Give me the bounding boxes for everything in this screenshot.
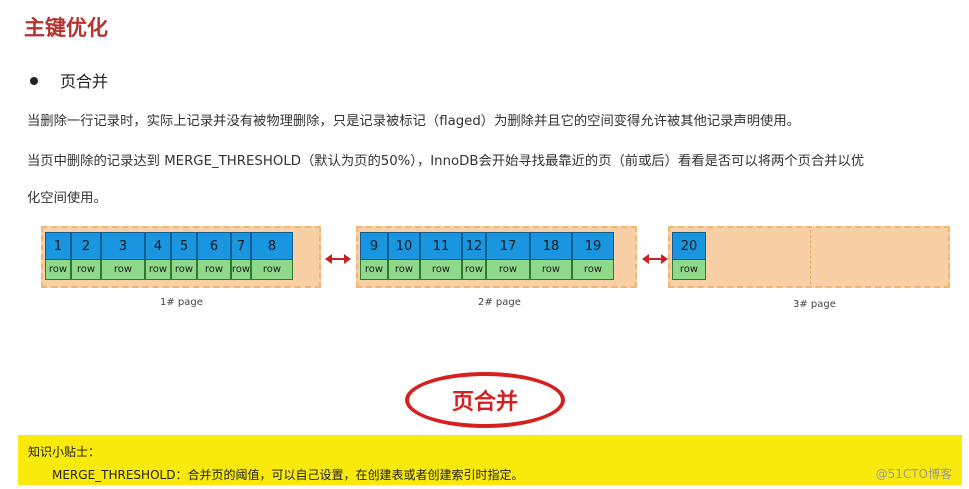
page-1-label: 1# page <box>160 297 203 308</box>
page-3-divider <box>810 230 811 284</box>
record-key: 8 <box>251 232 293 260</box>
record-key: 19 <box>572 232 614 260</box>
link-arrow-icon <box>642 254 668 264</box>
section-heading: 页合并 <box>60 72 109 91</box>
tip-box: 知识小贴士： MERGE_THRESHOLD：合并页的阈值，可以自己设置，在创建… <box>18 435 962 485</box>
tip-title: 知识小贴士： <box>28 445 101 459</box>
record-key: 20 <box>672 232 706 260</box>
record-key: 4 <box>145 232 171 260</box>
record-row: row <box>486 260 530 280</box>
record-row: row <box>530 260 572 280</box>
record-key: 11 <box>420 232 462 260</box>
record-key: 2 <box>71 232 101 260</box>
bullet-dot-icon <box>30 76 38 85</box>
record-key: 1 <box>45 232 71 260</box>
record-row: row <box>231 260 251 280</box>
section-bullet: 页合并 <box>30 68 108 92</box>
record-key: 17 <box>486 232 530 260</box>
link-arrow-icon <box>325 254 351 264</box>
record-key: 9 <box>360 232 388 260</box>
record-key: 5 <box>171 232 197 260</box>
record-row: row <box>251 260 293 280</box>
record-row: row <box>360 260 388 280</box>
tip-text: MERGE_THRESHOLD：合并页的阈值，可以自己设置，在创建表或者创建索引… <box>52 468 524 482</box>
record-row: row <box>171 260 197 280</box>
record-key: 18 <box>530 232 572 260</box>
record-row: row <box>462 260 486 280</box>
badge-text: 页合并 <box>451 390 518 415</box>
record-row: row <box>71 260 101 280</box>
paragraph-3: 化空间使用。 <box>27 191 107 206</box>
record-key: 7 <box>231 232 251 260</box>
record-row: row <box>388 260 420 280</box>
record-key: 6 <box>197 232 231 260</box>
paragraph-2: 当页中删除的记录达到 MERGE_THRESHOLD（默认为页的50%），Inn… <box>27 154 865 169</box>
record-row: row <box>101 260 145 280</box>
paragraph-1: 当删除一行记录时，实际上记录并没有被物理删除，只是记录被标记（flaged）为删… <box>27 114 800 129</box>
page-merge-badge: 页合并 <box>405 372 565 428</box>
record-row: row <box>572 260 614 280</box>
watermark: @51CTO博客 <box>875 467 952 481</box>
record-row: row <box>420 260 462 280</box>
record-row: row <box>45 260 71 280</box>
record-key: 12 <box>462 232 486 260</box>
record-key: 10 <box>388 232 420 260</box>
record-row: row <box>145 260 171 280</box>
record-row: row <box>197 260 231 280</box>
record-row: row <box>672 260 706 280</box>
record-key: 3 <box>101 232 145 260</box>
page-2-label: 2# page <box>478 297 521 308</box>
page-3-label: 3# page <box>793 299 836 310</box>
page-title: 主键优化 <box>24 16 108 40</box>
